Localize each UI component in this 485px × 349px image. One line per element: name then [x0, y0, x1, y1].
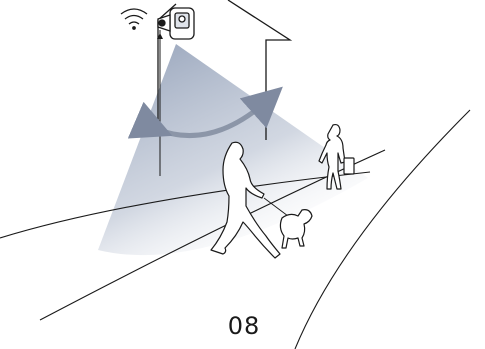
- wifi-icon: [121, 9, 147, 29]
- camera-icon: [158, 8, 194, 39]
- page-number: 08: [204, 312, 284, 340]
